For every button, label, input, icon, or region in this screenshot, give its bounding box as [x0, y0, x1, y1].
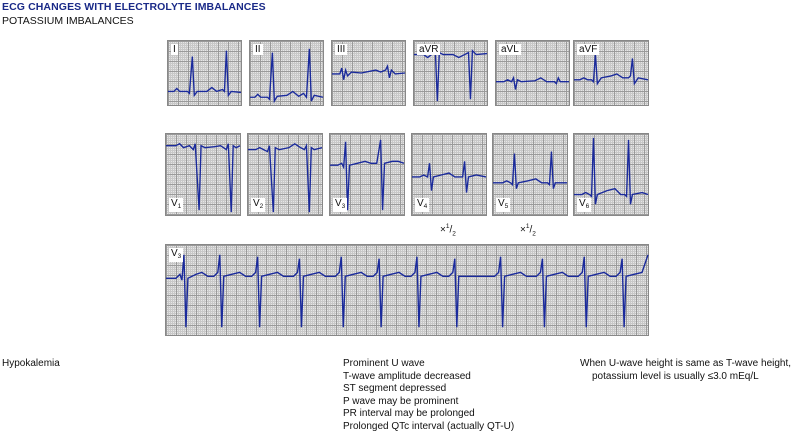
ecg-rhythm-strip: V3 [165, 244, 649, 336]
ecg-lead-V5: V5 [492, 133, 568, 216]
ecg-trace [414, 49, 488, 102]
condition-label: Hypokalemia [2, 358, 60, 369]
ecg-trace [248, 142, 323, 213]
ecg-lead-II: II [249, 40, 324, 106]
finding-item: Prolonged QTc interval (actually QT-U) [343, 420, 515, 432]
ecg-lead-V1: V1 [165, 133, 241, 216]
ecg-lead-III: III [331, 40, 406, 106]
scale-note-v5: ×1/2 [520, 223, 536, 238]
lead-label-V5: V5 [496, 198, 511, 212]
finding-item: ST segment depressed [343, 383, 447, 394]
ecg-lead-aVF: aVF [573, 40, 649, 106]
ecg-lead-V6: V6 [573, 133, 649, 216]
lead-label-V2: V2 [251, 198, 266, 212]
lead-label-aVF: aVF [577, 44, 600, 55]
finding-item: P wave may be prominent [343, 395, 459, 407]
page-subtitle: POTASSIUM IMBALANCES [2, 15, 134, 27]
ecg-trace [166, 254, 649, 328]
lead-label-aVL: aVL [499, 44, 521, 55]
ecg-trace [412, 161, 487, 193]
lead-label-aVR: aVR [417, 44, 441, 55]
ecg-trace [330, 139, 405, 211]
page-title: ECG CHANGES WITH ELECTROLYTE IMBALANCES [2, 1, 266, 13]
ecg-trace [574, 54, 649, 86]
clinical-note: When U-wave height is same as T-wave hei… [580, 358, 791, 383]
ecg-lead-V4: V4 [411, 133, 487, 216]
clinical-note-line: When U-wave height is same as T-wave hei… [580, 358, 792, 369]
lead-label-V4: V4 [415, 198, 430, 212]
lead-label-V3: V3 [333, 198, 348, 212]
ecg-trace [496, 75, 569, 90]
ecg-trace [493, 151, 567, 189]
ecg-lead-aVL: aVL [495, 40, 570, 106]
ecg-lead-I: I [167, 40, 242, 106]
lead-label-V1: V1 [169, 198, 184, 212]
finding-item: T-wave amplitude decreased [343, 370, 471, 382]
lead-label-II: II [253, 44, 263, 55]
lead-label-rhythm: V3 [169, 248, 184, 262]
lead-label-V6: V6 [577, 198, 592, 212]
lead-label-III: III [335, 44, 348, 55]
ecg-trace [250, 48, 324, 104]
clinical-note-line: potassium level is usually ≤3.0 mEq/L [592, 370, 759, 382]
ecg-trace [574, 137, 649, 205]
ecg-trace [166, 142, 241, 213]
ecg-lead-aVR: aVR [413, 40, 488, 106]
ecg-trace [332, 64, 406, 80]
finding-item: Prominent U wave [343, 358, 425, 369]
lead-label-I: I [171, 44, 178, 55]
findings-list: Prominent U wave T-wave amplitude decrea… [343, 358, 514, 433]
scale-note-v4: ×1/2 [440, 223, 456, 238]
ecg-lead-V3: V3 [329, 133, 405, 216]
finding-item: PR interval may be prolonged [343, 408, 475, 419]
ecg-trace [168, 50, 242, 98]
ecg-lead-V2: V2 [247, 133, 323, 216]
